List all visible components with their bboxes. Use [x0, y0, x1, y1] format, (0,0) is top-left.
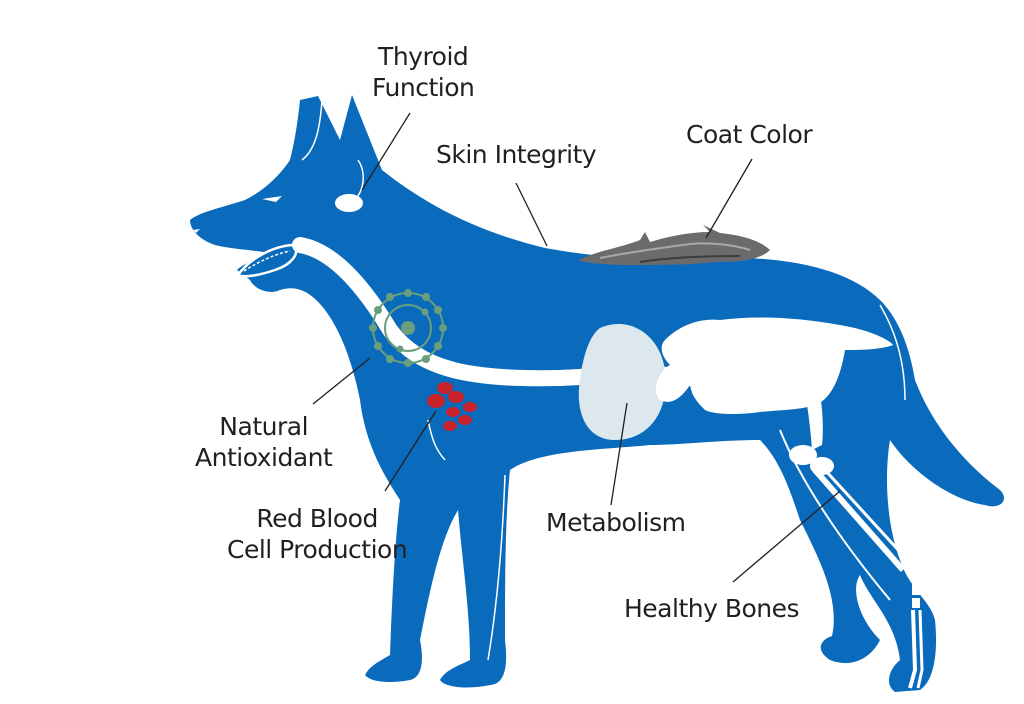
label-line: Natural [219, 412, 309, 441]
nose [193, 229, 200, 233]
leader-lines [312, 112, 841, 583]
label-line: Healthy Bones [624, 594, 800, 623]
label-line: Red Blood [256, 504, 378, 533]
label-line: Function [372, 73, 475, 102]
label-line: Thyroid [378, 42, 469, 71]
hind-leg-bones [779, 350, 924, 689]
front-leg-line-2 [487, 474, 506, 661]
thyroid-gland [335, 194, 363, 212]
label-line: Cell Production [227, 535, 408, 564]
label-natural-antioxidant: Natural Antioxidant [195, 411, 333, 473]
stomach [578, 324, 666, 440]
coat-fur [578, 225, 770, 265]
antioxidant-molecule [369, 289, 447, 367]
mouth [236, 243, 298, 278]
label-healthy-bones: Healthy Bones [624, 593, 800, 624]
intestines [655, 317, 893, 415]
label-coat-color: Coat Color [686, 119, 813, 150]
eye [262, 196, 282, 202]
tail-line [879, 304, 906, 401]
label-red-blood-cell-production: Red Blood Cell Production [227, 503, 408, 565]
label-line: Metabolism [546, 508, 686, 537]
label-metabolism: Metabolism [546, 507, 686, 538]
ear-line [301, 99, 323, 161]
label-line: Coat Color [686, 120, 813, 149]
thyroid-outline [357, 159, 364, 197]
label-line: Antioxidant [195, 443, 333, 472]
label-thyroid-function: Thyroid Function [372, 41, 475, 103]
red-blood-cells [427, 382, 477, 431]
front-leg-line [427, 419, 446, 461]
label-skin-integrity: Skin Integrity [436, 139, 597, 170]
label-line: Skin Integrity [436, 140, 597, 169]
